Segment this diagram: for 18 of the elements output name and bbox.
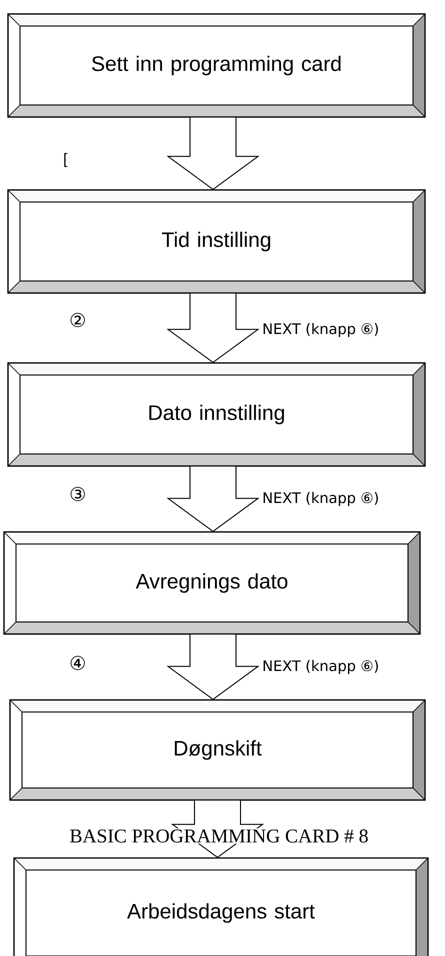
block-arrow: [166, 634, 260, 700]
bevelled-box: Sett inn programming card: [7, 13, 426, 118]
step-number: ④: [70, 656, 85, 670]
caption-text: BASIC PROGRAMMING CARD # 8: [70, 829, 368, 843]
edge-label: NEXT (knapp ⑥): [264, 492, 378, 506]
bevelled-box: Tid instilling: [7, 189, 426, 294]
bevelled-box: Avregnings dato: [3, 531, 421, 635]
block-arrow: [166, 117, 260, 190]
bevelled-box: Arbeidsdagens start: [13, 857, 429, 956]
step-number: ③: [70, 486, 85, 502]
bevelled-box: Døgnskift: [9, 699, 426, 801]
bracket-mark: [: [64, 153, 68, 167]
bevelled-box: Dato innstilling: [7, 362, 426, 467]
edge-label: NEXT (knapp ⑥): [264, 322, 378, 338]
block-arrow: [166, 293, 260, 364]
edge-label: NEXT (knapp ⑥): [264, 660, 378, 674]
block-arrow: [166, 466, 260, 532]
step-number: ②: [70, 312, 85, 328]
